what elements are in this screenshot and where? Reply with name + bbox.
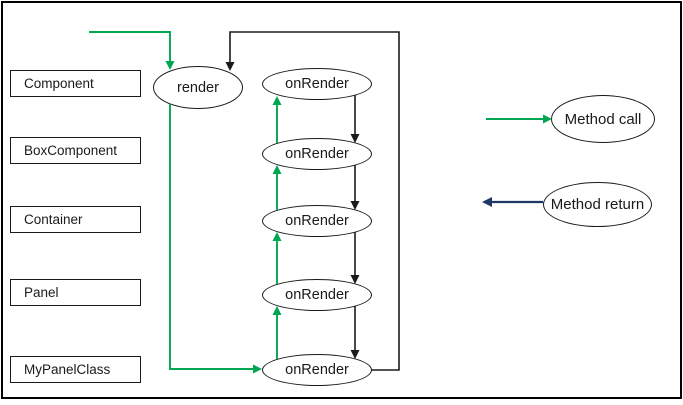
legend-label: Method call (564, 110, 642, 128)
node-label: onRender (285, 362, 349, 378)
node-label: render (177, 79, 219, 96)
class-box-label: BoxComponent (24, 143, 118, 158)
legend-method-call: Method call (551, 95, 655, 143)
class-box-label: Container (24, 212, 83, 227)
legend-label: Method return (550, 196, 645, 213)
node-label: onRender (285, 146, 349, 162)
node-label: onRender (285, 287, 349, 303)
class-box-component: Component (10, 70, 141, 97)
node-onrender-4: onRender (262, 279, 372, 311)
node-label: onRender (285, 76, 349, 92)
class-box-mypanelclass: MyPanelClass (10, 356, 141, 383)
class-box-container: Container (10, 206, 141, 233)
class-box-panel: Panel (10, 279, 141, 306)
node-onrender-2: onRender (262, 138, 372, 170)
class-box-label: Component (24, 76, 94, 91)
node-onrender-5: onRender (262, 354, 372, 386)
legend-method-return: Method return (543, 182, 652, 227)
class-box-label: Panel (24, 285, 59, 300)
class-box-boxcomponent: BoxComponent (10, 137, 141, 164)
node-render: render (153, 66, 243, 109)
node-label: onRender (285, 213, 349, 229)
outer-frame (1, 1, 682, 399)
class-box-label: MyPanelClass (24, 362, 111, 377)
node-onrender-3: onRender (262, 205, 372, 237)
node-onrender-1: onRender (262, 68, 372, 100)
